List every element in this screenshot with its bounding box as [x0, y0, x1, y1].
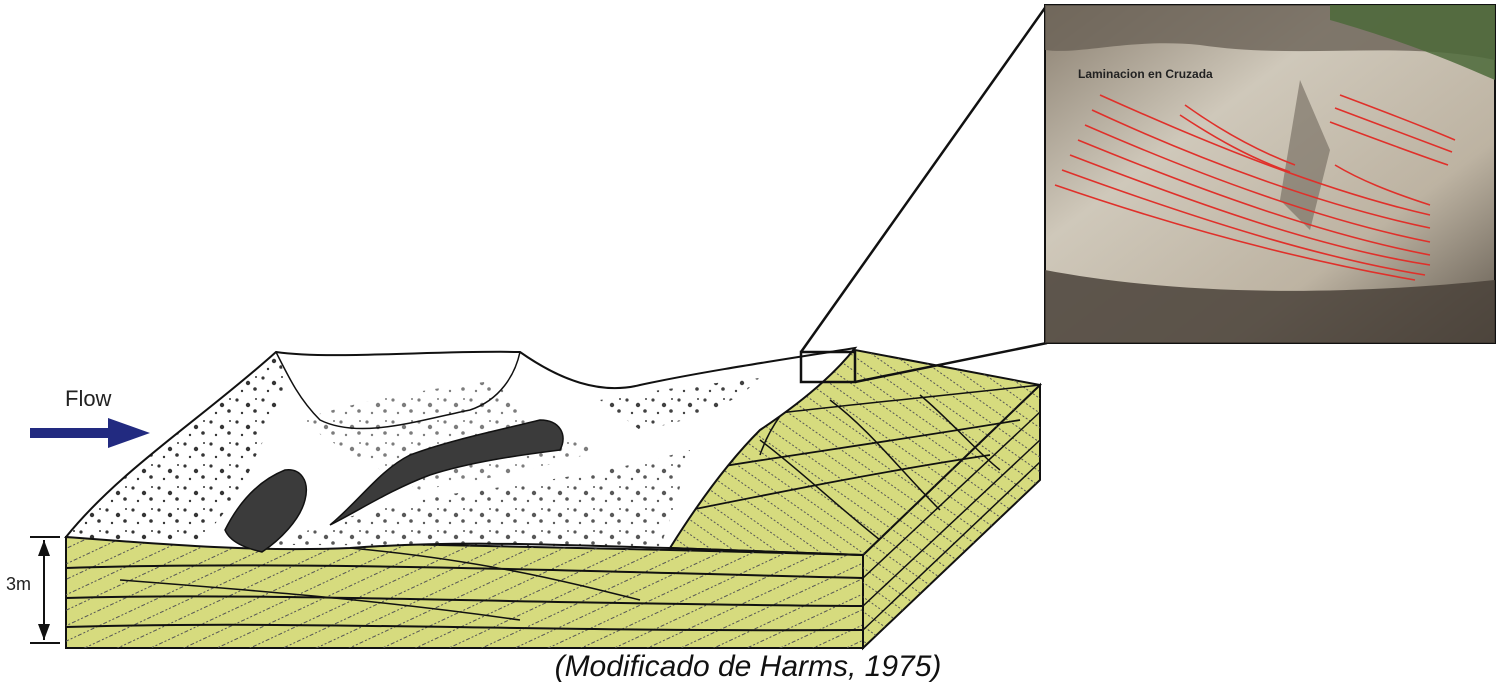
- photo-label: Laminacion en Cruzada: [1078, 67, 1213, 81]
- figure-caption: (Modificado de Harms, 1975): [0, 650, 1496, 684]
- scale-bar: [30, 537, 60, 643]
- block-front-face: [66, 537, 863, 648]
- flow-label: Flow: [65, 386, 111, 412]
- scale-label: 3m: [6, 574, 31, 595]
- outcrop-photo: [1045, 5, 1495, 343]
- zoom-indicator: [801, 5, 1047, 382]
- flow-arrow: [30, 418, 150, 448]
